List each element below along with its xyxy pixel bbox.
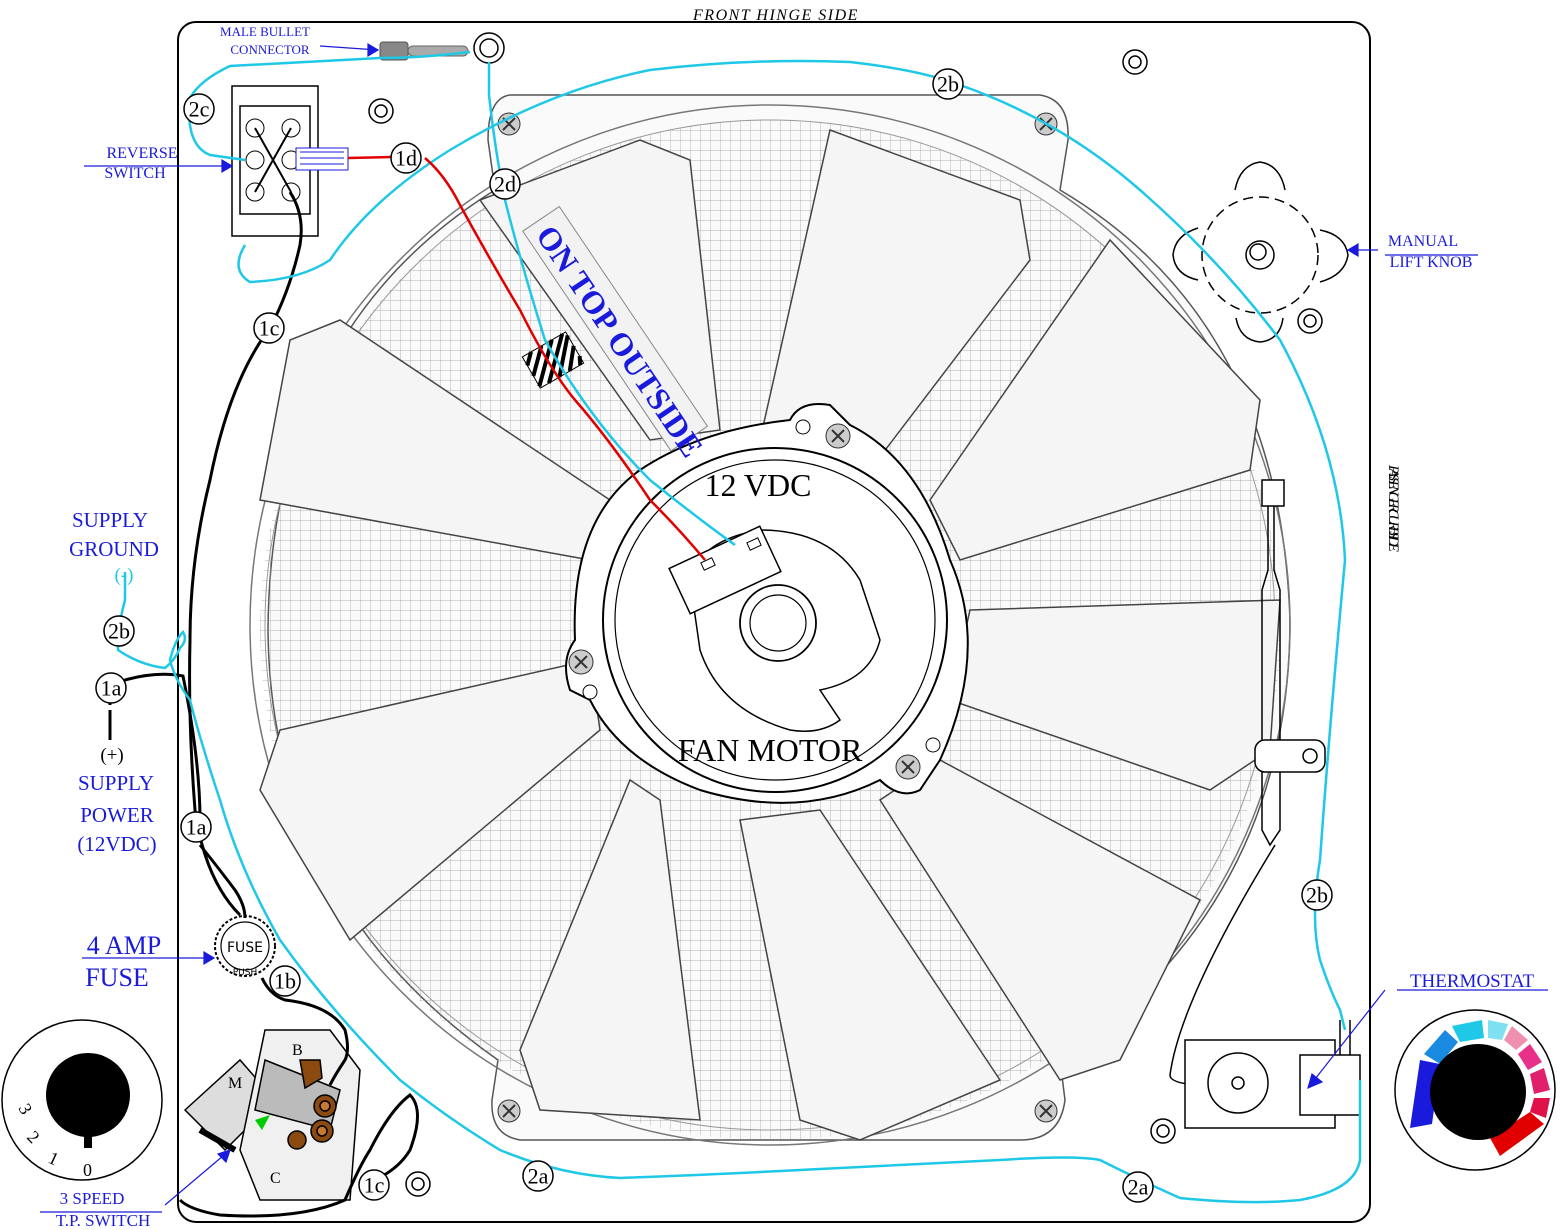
front-hinge-label: FRONT HINGE SIDE — [692, 7, 859, 24]
fuse-icon: FUSE PUSH — [214, 915, 276, 978]
supply-power-label-3: (12VDC) — [77, 832, 156, 856]
wire-node-1a-mid: 1a — [180, 811, 212, 843]
manual-lift-label-1: MANUAL — [1388, 233, 1458, 250]
manual-lift-label-2: LIFT KNOB — [1390, 254, 1473, 271]
black-wires — [108, 191, 419, 1218]
speed-switch-label-2: T.P. SWITCH — [56, 1211, 151, 1230]
supply-ground-label-3: (-) — [115, 565, 134, 586]
svg-text:FUSE: FUSE — [227, 940, 263, 956]
fuse-amp-label: 4 AMP — [87, 931, 161, 960]
fan-blades — [259, 129, 1281, 1141]
callout-arrows — [40, 42, 1548, 1213]
vent-frame — [177, 21, 1371, 1223]
supply-ground-label-1: SUPPLY — [72, 508, 148, 532]
svg-text:2c: 2c — [189, 97, 210, 122]
wire-node-2c: 2c — [183, 93, 215, 125]
tp-c-label: C — [270, 1170, 281, 1187]
red-power-wire — [347, 155, 706, 561]
svg-text:1c: 1c — [364, 1173, 385, 1198]
thermostat-label: THERMOSTAT — [1410, 971, 1534, 992]
male-bullet-label-1: MALE BULLET — [220, 24, 310, 39]
wire-node-2b-left: 2b — [103, 615, 135, 647]
supply-power-label-2: POWER — [80, 803, 154, 827]
lift-knob-icon — [1172, 161, 1349, 343]
motor-voltage-label: 12 VDC — [705, 467, 812, 503]
svg-text:2a: 2a — [1128, 1175, 1149, 1200]
wire-node-1a-top: 1a — [95, 672, 127, 704]
passenger-curb-side-label: PASSENGER CURB SIDE — [1385, 464, 1401, 552]
temperature-dial-icon — [1394, 1009, 1556, 1171]
screw-icon — [497, 112, 1058, 1123]
speed-switch-label-1: 3 SPEED — [60, 1189, 125, 1208]
motor-name-label: FAN MOTOR — [678, 732, 863, 768]
svg-text:1a: 1a — [186, 815, 207, 840]
wire-node-1b: 1b — [269, 965, 301, 997]
male-bullet-label-2: CONNECTOR — [230, 42, 310, 57]
svg-text:2b: 2b — [937, 72, 959, 97]
svg-text:2b: 2b — [1306, 883, 1328, 908]
wire-node-2a-left: 2a — [522, 1160, 554, 1192]
svg-text:1b: 1b — [274, 969, 296, 994]
svg-text:2d: 2d — [494, 172, 516, 197]
reverse-switch-label-2: SWITCH — [104, 165, 166, 182]
svg-text:2a: 2a — [528, 1164, 549, 1189]
svg-text:1a: 1a — [101, 676, 122, 701]
wire-node-2d: 2d — [489, 168, 521, 200]
svg-text:1d: 1d — [395, 146, 417, 171]
wire-node-1c-top: 1c — [253, 312, 285, 344]
svg-text:PUSH: PUSH — [233, 968, 258, 978]
wire-node-2a-right: 2a — [1122, 1171, 1154, 1203]
fan-motor — [565, 403, 969, 804]
svg-text:1c: 1c — [259, 316, 280, 341]
tp-b-label: B — [292, 1042, 303, 1059]
supply-power-label-1: SUPPLY — [78, 771, 154, 795]
wire-node-2b-top: 2b — [932, 68, 964, 100]
reverse-switch-label-1: REVERSE — [106, 145, 177, 162]
supply-ground-label-2: GROUND — [69, 537, 159, 561]
dial-tick-0: 0 — [83, 1160, 92, 1180]
tp-switch-icon — [183, 1029, 361, 1201]
wire-node-2b-right: 2b — [1301, 879, 1333, 911]
wire-node-1c-bot: 1c — [358, 1169, 390, 1201]
svg-text:2b: 2b — [108, 619, 130, 644]
rocker-switch-icon — [231, 85, 349, 237]
wire-node-1d: 1d — [390, 142, 422, 174]
speed-dial-icon — [1, 1019, 163, 1181]
grommet-icon — [368, 32, 1323, 1197]
supply-power-label-0: (+) — [100, 745, 123, 766]
fuse-word-label: FUSE — [85, 963, 149, 992]
tp-m-label: M — [228, 1075, 242, 1092]
cyan-ground-wires — [116, 50, 1362, 1204]
